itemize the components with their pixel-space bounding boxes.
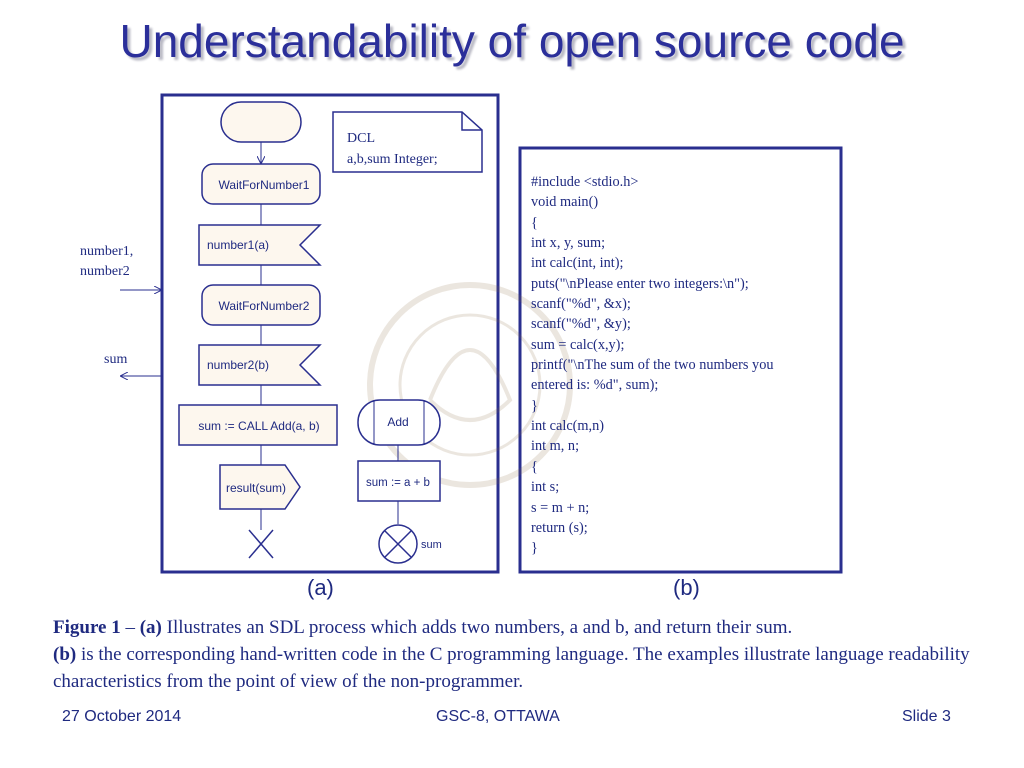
input-number1: [198, 224, 322, 266]
code-line: {: [531, 458, 538, 475]
code-line: void main(): [531, 194, 599, 211]
code-frame: [518, 146, 843, 574]
output-result-label: result(sum): [226, 481, 286, 495]
code-line: {: [531, 214, 538, 231]
input-number2: [198, 344, 322, 386]
code-line: int s;: [531, 479, 560, 496]
dcl-line1: DCL: [347, 131, 375, 146]
procedure-task: [357, 460, 441, 502]
code-line: printf("\nThe sum of the two numbers you: [531, 357, 774, 374]
signal-out-label: sum: [104, 352, 127, 367]
procedure-name: Add: [387, 415, 408, 429]
footer-date: 27 October 2014: [62, 708, 182, 725]
dcl-line2: a,b,sum Integer;: [347, 152, 438, 167]
code-line: sum = calc(x,y);: [531, 336, 625, 353]
caption-dash: –: [120, 617, 140, 638]
signal-in-line2: number2: [80, 264, 130, 279]
procedure-start: [357, 399, 441, 446]
code-line: s = m + n;: [531, 499, 590, 516]
slide-title: Understandability of open source code: [119, 15, 905, 67]
code-line: puts("\nPlease enter two integers:\n");: [531, 275, 749, 292]
watermark-seal-icon: [367, 282, 573, 488]
caption-figure: Figure 1: [53, 617, 121, 638]
code-line: int x, y, sum;: [531, 235, 606, 252]
output-result: [219, 464, 301, 510]
state-wait2-label: WaitForNumber2: [219, 299, 310, 313]
code-line: int calc(m,n): [531, 418, 605, 435]
input-number2-label: number2(b): [207, 358, 269, 372]
code-line: return (s);: [531, 519, 588, 536]
caption-a-label: (a): [139, 617, 162, 638]
c-code-block: #include <stdio.h> void main() { int x, y, …: [531, 172, 774, 559]
code-line: }: [531, 540, 538, 557]
caption-a-text: Illustrates an SDL process which adds tw…: [161, 617, 793, 638]
code-line: entered is: %d", sum);: [531, 377, 659, 394]
start-symbol: [220, 101, 302, 143]
procedure-return-label: sum: [421, 539, 442, 551]
code-line: }: [531, 397, 538, 414]
code-line: #include <stdio.h>: [531, 174, 639, 190]
task-call-label: sum := CALL Add(a, b): [198, 419, 319, 433]
stop-symbol-icon: [248, 529, 274, 559]
procedure-return-icon: [378, 524, 418, 564]
footer-slide-number: Slide 3: [902, 708, 951, 725]
task-call: [178, 404, 338, 446]
dcl-text-symbol: [332, 111, 483, 173]
code-line: scanf("%d", &x);: [531, 296, 631, 313]
procedure-task-label: sum := a + b: [366, 477, 430, 489]
input-number1-label: number1(a): [207, 238, 269, 252]
figure-caption: Figure 1 – (a) Illustrates an SDL proces…: [53, 614, 983, 695]
label-a: (a): [307, 575, 334, 600]
signal-in-line1: number1,: [80, 244, 133, 259]
code-line: scanf("%d", &y);: [531, 316, 631, 333]
sdl-frame: [160, 93, 500, 574]
caption-b-text: is the corresponding hand-written code i…: [53, 644, 970, 692]
caption-b-label: (b): [53, 644, 77, 665]
state-wait1-label: WaitForNumber1: [219, 178, 310, 192]
code-line: int calc(int, int);: [531, 255, 624, 272]
label-b: (b): [673, 575, 700, 600]
footer-event: GSC-8, OTTAWA: [436, 708, 560, 725]
code-line: int m, n;: [531, 438, 580, 455]
